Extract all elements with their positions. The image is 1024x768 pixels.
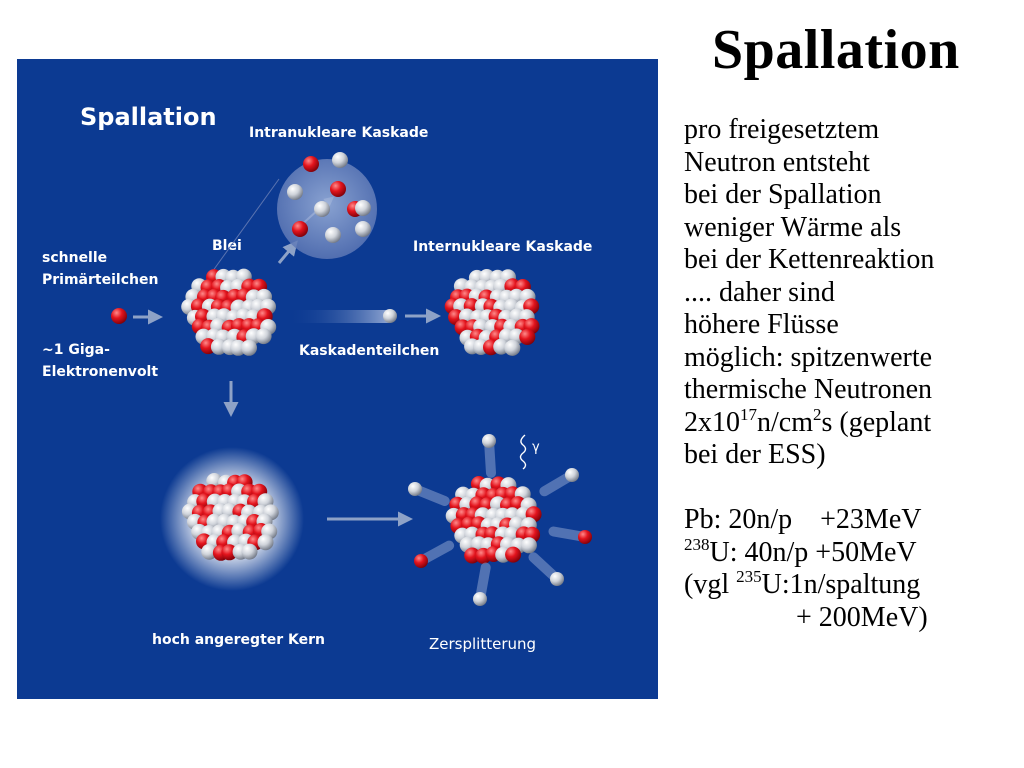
neutron-sphere [355, 221, 371, 237]
neutron-sphere [314, 201, 330, 217]
text-line-10: 2x1017n/cm2s (geplant [684, 404, 1014, 440]
slide-title: Spallation [712, 19, 960, 81]
u238-mass: 238 [684, 534, 710, 554]
nucleons-layer [111, 152, 542, 564]
fragments-layer [408, 434, 592, 606]
ejected-particle [414, 554, 428, 568]
label-lead: Blei [212, 238, 242, 254]
neutron-sphere [287, 184, 303, 200]
text-line-5: bei der Kettenreaktion [684, 244, 935, 275]
label-cascade-particles: Kaskadenteilchen [299, 343, 439, 359]
text-line-u235: (vgl 235U:1n/spaltung [684, 567, 1014, 602]
neutron-sphere [504, 339, 521, 356]
neutron-sphere [241, 543, 258, 560]
neutron-sphere [201, 543, 218, 560]
u235-prefix: (vgl [684, 569, 737, 600]
cascade-particle [383, 309, 397, 323]
explanation-text: pro freigesetztem Neutron entsteht bei d… [684, 114, 1014, 634]
flux-exponent: 17 [740, 404, 757, 424]
label-energy-1: ~1 Giga- [42, 342, 110, 358]
ejected-particle [408, 482, 422, 496]
gamma-wave [519, 434, 527, 470]
label-gamma: γ [532, 440, 540, 455]
arrows [133, 240, 441, 527]
ejected-particle [482, 434, 496, 448]
text-line-2: Neutron entsteht [684, 146, 870, 178]
neutron-sphere [332, 152, 348, 168]
label-fragmentation: Zersplitterung [429, 635, 536, 653]
diagram-title: Spallation [80, 103, 217, 131]
label-excited-nucleus: hoch angeregter Kern [152, 632, 325, 648]
u238-text: U: 40n/p +50MeV [709, 536, 917, 568]
label-internuclear: Internukleare Kaskade [413, 239, 592, 255]
proton-sphere [292, 221, 308, 237]
text-blank-line [684, 472, 1014, 505]
ejected-particle [565, 468, 579, 482]
text-line-pb: Pb: 20n/p +23MeV [684, 504, 922, 535]
neutron-sphere [255, 328, 272, 345]
label-primary-2: Primärteilchen [42, 272, 158, 288]
label-energy-2: Elektronenvolt [42, 364, 158, 380]
neutron-sphere [241, 339, 257, 356]
neutron-sphere [520, 537, 537, 554]
text-line-9: thermische Neutronen [684, 374, 933, 405]
u235-mass: 235 [736, 567, 762, 586]
text-line-6: .... daher sind [684, 276, 835, 308]
bubble-connector [206, 178, 280, 280]
proton-sphere [505, 546, 522, 563]
text-line-11: bei der ESS) [684, 439, 826, 470]
label-primary-1: schnelle [42, 250, 107, 266]
text-line-u238: 238U: 40n/p +50MeV [684, 534, 1014, 570]
proton-sphere [330, 181, 346, 197]
text-line-7: höhere Flüsse [684, 309, 839, 340]
text-line-8: möglich: spitzenwerte [684, 341, 933, 373]
flux-unit-exponent: 2 [813, 404, 822, 424]
ejected-particle [578, 530, 592, 544]
label-intranuclear: Intranukleare Kaskade [249, 125, 428, 141]
arrow-lead-to-bubble [277, 240, 298, 264]
cascade-streak [287, 310, 395, 323]
proton-sphere [303, 156, 319, 172]
text-line-energy: + 200MeV) [796, 601, 928, 633]
text-line-4: weniger Wärme als [684, 211, 902, 243]
flux-unit: n/cm [757, 406, 813, 438]
proton-sphere [464, 547, 481, 564]
proton-sphere [519, 329, 536, 345]
neutron-sphere [257, 534, 274, 551]
spallation-diagram: Spallation Intranukleare Kaskade Blei In… [17, 59, 658, 699]
neutron-sphere [325, 227, 341, 243]
primary-particle [111, 308, 127, 324]
flux-rest: s (geplant [821, 406, 932, 438]
ejected-particle [550, 572, 564, 586]
neutron-sphere [355, 200, 371, 216]
ejected-particle [473, 592, 487, 606]
u235-text: U:1n/spaltung [761, 569, 921, 600]
text-line-3: bei der Spallation [684, 179, 882, 210]
text-line-1: pro freigesetztem [684, 114, 880, 145]
flux-base: 2x10 [684, 406, 740, 438]
